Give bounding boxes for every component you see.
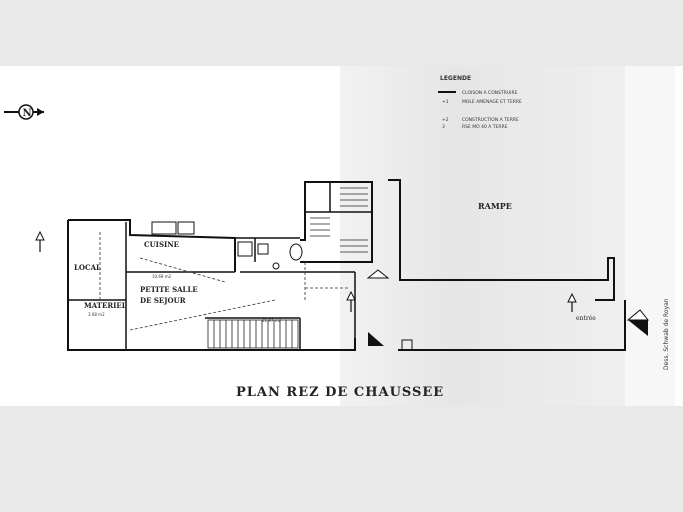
interior-walls: [68, 182, 372, 350]
label-materiel: MATERIEL: [84, 301, 127, 310]
staircase: [207, 187, 368, 349]
label-rampe: RAMPE: [478, 201, 512, 211]
dashed-partitions: [99, 232, 350, 331]
legend-row-1-text: CLOISON A CONSTRUIRE: [462, 90, 518, 96]
scan-margin: [625, 66, 675, 406]
exterior-walls: [67, 179, 626, 351]
dim-mark-1: 3.08 m2: [88, 312, 105, 317]
side-caption: Dess. Schwab de Royan: [663, 298, 670, 370]
label-local: LOCAL: [74, 263, 101, 272]
room-labels: CUISINE LOCAL PETITE SALLE DE SEJOUR MAT…: [74, 201, 596, 322]
legend-row-4-symbol: 3: [442, 124, 445, 130]
legend-row-2-symbol: +1: [442, 99, 449, 105]
fixtures: [151, 221, 303, 270]
legend-row-3-text: CONSTRUCTION A TERRE: [462, 117, 519, 123]
north-arrow-icon: N: [4, 104, 44, 120]
label-de-sejour: DE SEJOUR: [140, 296, 186, 305]
drawing-title: PLAN REZ DE CHAUSSEE: [236, 385, 444, 400]
label-entree: entrée: [576, 315, 596, 322]
legend: LEGENDE CLOISON A CONSTRUIRE +1 MOLE AME…: [438, 75, 522, 130]
dim-mark-3: 21.97 m2: [262, 318, 282, 323]
dim-mark-2: 10.69 m2: [152, 274, 172, 279]
legend-row-2-text: MOLE AMENAGE ET TERRE: [462, 99, 522, 105]
entry-arrows: [35, 230, 650, 351]
legend-heading: LEGENDE: [440, 75, 471, 82]
north-mark: N: [23, 108, 32, 119]
label-cuisine: CUISINE: [144, 240, 179, 249]
legend-row-3-symbol: +2: [442, 117, 449, 123]
dimension-marks: 3.08 m2 10.69 m2 21.97 m2: [88, 274, 282, 323]
label-petite-salle: PETITE SALLE: [140, 285, 198, 294]
legend-row-4-text: RSE MO 40 A TERRE: [462, 124, 508, 130]
